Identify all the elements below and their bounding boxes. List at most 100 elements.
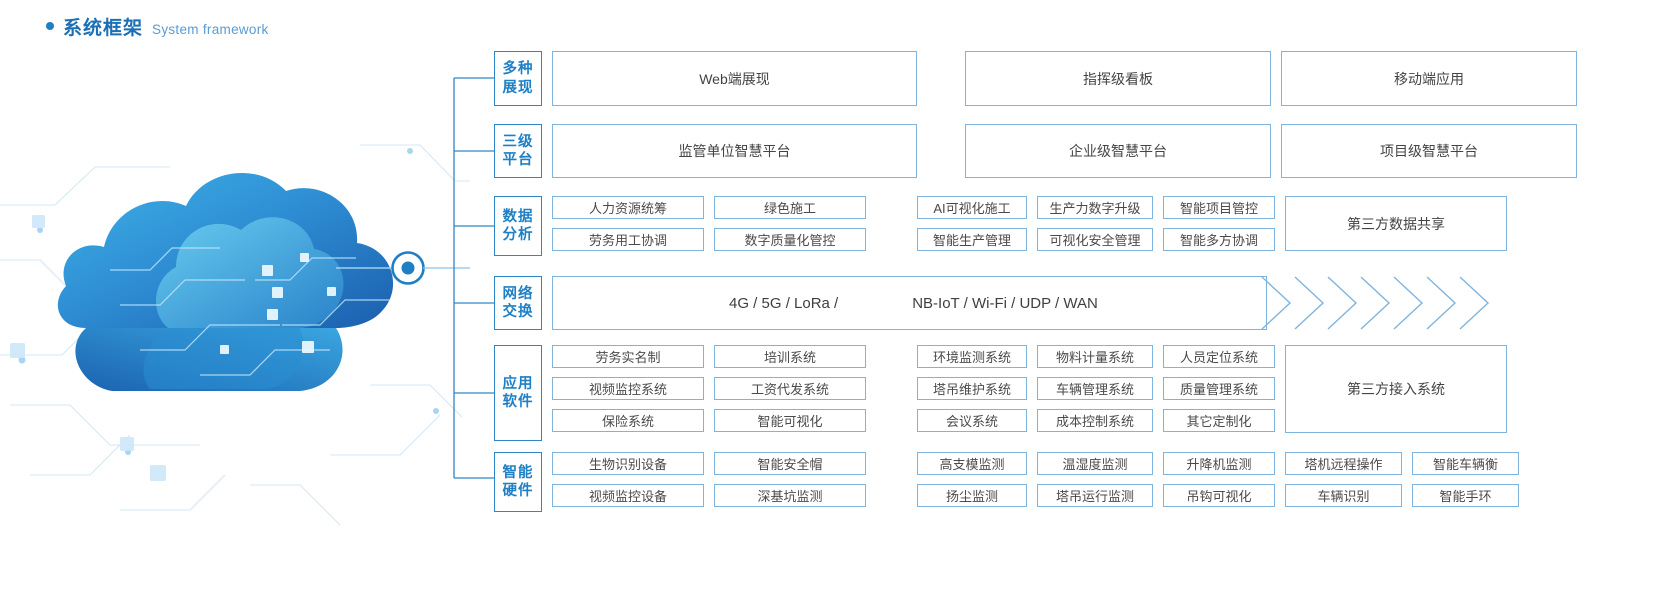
network-protocol-group-1: 4G / 5G / LoRa /: [729, 294, 839, 312]
chip-temperature-humidity-monitoring[interactable]: 温湿度监测: [1037, 452, 1153, 475]
row-label-platform: 三级 平台: [494, 124, 542, 178]
box-third-party-access-system[interactable]: 第三方接入系统: [1285, 345, 1507, 433]
row-label-data-analysis: 数据 分析: [494, 196, 542, 256]
chip-hr-coordination[interactable]: 人力资源统筹: [552, 196, 704, 219]
box-project-platform[interactable]: 项目级智慧平台: [1281, 124, 1577, 178]
chip-payroll-system[interactable]: 工资代发系统: [714, 377, 866, 400]
chip-visual-safety-management[interactable]: 可视化安全管理: [1037, 228, 1153, 251]
chip-ai-visual-construction[interactable]: AI可视化施工: [917, 196, 1027, 219]
chip-line: 扬尘监测 塔吊运行监测 吊钩可视化: [917, 484, 1275, 507]
chip-labor-realname[interactable]: 劳务实名制: [552, 345, 704, 368]
box-third-party-data-sharing[interactable]: 第三方数据共享: [1285, 196, 1507, 251]
chip-video-surveillance-device[interactable]: 视频监控设备: [552, 484, 704, 507]
chip-line: 劳务用工协调 数字质量化管控: [552, 228, 866, 251]
box-mobile-app[interactable]: 移动端应用: [1281, 51, 1577, 106]
chip-smart-wristband[interactable]: 智能手环: [1412, 484, 1519, 507]
chip-tower-crane-operation-monitoring[interactable]: 塔吊运行监测: [1037, 484, 1153, 507]
row-platform: 三级 平台 监管单位智慧平台 企业级智慧平台 项目级智慧平台: [494, 124, 1577, 178]
chip-vehicle-management-system[interactable]: 车辆管理系统: [1037, 377, 1153, 400]
chip-smart-visualization[interactable]: 智能可视化: [714, 409, 866, 432]
row-data-analysis: 数据 分析 人力资源统筹 绿色施工 劳务用工协调 数字质量化管控 AI可视化施工…: [494, 196, 1567, 256]
chip-smart-truck-scale[interactable]: 智能车辆衡: [1412, 452, 1519, 475]
chip-smart-project-control[interactable]: 智能项目管控: [1163, 196, 1275, 219]
chip-insurance-system[interactable]: 保险系统: [552, 409, 704, 432]
box-web-presentation[interactable]: Web端展现: [552, 51, 917, 106]
chip-meeting-system[interactable]: 会议系统: [917, 409, 1027, 432]
row-label-line2: 展现: [502, 79, 534, 96]
chip-personnel-positioning-system[interactable]: 人员定位系统: [1163, 345, 1275, 368]
bullet-dot: [46, 22, 54, 30]
row-presentation: 多种 展现 Web端展现 指挥级看板 移动端应用: [494, 51, 1577, 106]
row-label-line2: 分析: [502, 227, 534, 243]
hw-far-group: 塔机远程操作 智能车辆衡 车辆识别 智能手环: [1285, 452, 1519, 512]
chip-green-construction[interactable]: 绿色施工: [714, 196, 866, 219]
row-smart-hardware: 智能 硬件 生物识别设备 智能安全帽 视频监控设备 深基坑监测 高支模监测 温湿…: [494, 452, 1667, 512]
chip-line: 人力资源统筹 绿色施工: [552, 196, 866, 219]
app-left-group: 劳务实名制 培训系统 视频监控系统 工资代发系统 保险系统 智能可视化: [552, 345, 866, 441]
row-label-line1: 多种: [502, 61, 534, 78]
chip-line: 塔吊维护系统 车辆管理系统 质量管理系统: [917, 377, 1275, 400]
chip-line: 环境监测系统 物料计量系统 人员定位系统: [917, 345, 1275, 368]
page-title: 系统框架: [63, 18, 144, 39]
box-enterprise-platform[interactable]: 企业级智慧平台: [965, 124, 1271, 178]
chip-line: 生物识别设备 智能安全帽: [552, 452, 866, 475]
chip-productivity-digital-upgrade[interactable]: 生产力数字升级: [1037, 196, 1153, 219]
chip-dust-monitoring[interactable]: 扬尘监测: [917, 484, 1027, 507]
row-label-line1: 应用: [502, 375, 534, 392]
hw-left-group: 生物识别设备 智能安全帽 视频监控设备 深基坑监测: [552, 452, 866, 512]
chip-smart-production-management[interactable]: 智能生产管理: [917, 228, 1027, 251]
hw-right-group: 高支模监测 温湿度监测 升降机监测 扬尘监测 塔吊运行监测 吊钩可视化: [917, 452, 1275, 512]
row-label-line1: 网络: [502, 285, 534, 302]
page-subtitle: System framework: [152, 22, 269, 37]
chip-line: 视频监控设备 深基坑监测: [552, 484, 866, 507]
chip-line: 车辆识别 智能手环: [1285, 484, 1519, 507]
chip-tower-crane-maintenance-system[interactable]: 塔吊维护系统: [917, 377, 1027, 400]
chip-environment-monitoring-system[interactable]: 环境监测系统: [917, 345, 1027, 368]
framework-diagram: 多种 展现 Web端展现 指挥级看板 移动端应用 三级 平台 监管单位智慧平台 …: [452, 48, 1667, 526]
row-label-line2: 硬件: [502, 483, 534, 499]
row-label-presentation: 多种 展现: [494, 51, 542, 106]
chip-line: 保险系统 智能可视化: [552, 409, 866, 432]
chip-video-surveillance-system[interactable]: 视频监控系统: [552, 377, 704, 400]
row-label-line1: 智能: [502, 464, 534, 481]
page-heading: 系统框架 System framework: [46, 13, 269, 40]
chip-tower-crane-remote-operation[interactable]: 塔机远程操作: [1285, 452, 1402, 475]
row-network-exchange: 网络 交换 4G / 5G / LoRa / NB-IoT / Wi-Fi / …: [494, 276, 1567, 330]
row-label-application-software: 应用 软件: [494, 345, 542, 441]
box-command-board[interactable]: 指挥级看板: [965, 51, 1271, 106]
row-label-smart-hardware: 智能 硬件: [494, 452, 542, 512]
network-protocol-group-2: NB-IoT / Wi-Fi / UDP / WAN: [912, 294, 1098, 312]
chip-hook-visualization[interactable]: 吊钩可视化: [1163, 484, 1275, 507]
chip-line: 会议系统 成本控制系统 其它定制化: [917, 409, 1275, 432]
row-label-line2: 平台: [502, 152, 534, 168]
chip-line: 塔机远程操作 智能车辆衡: [1285, 452, 1519, 475]
row-label-line2: 软件: [502, 394, 534, 410]
chip-digital-quality-control[interactable]: 数字质量化管控: [714, 228, 866, 251]
box-regulator-platform[interactable]: 监管单位智慧平台: [552, 124, 917, 178]
chip-line: 视频监控系统 工资代发系统: [552, 377, 866, 400]
chip-line: 劳务实名制 培训系统: [552, 345, 866, 368]
chip-deep-foundation-pit-monitoring[interactable]: 深基坑监测: [714, 484, 866, 507]
chip-line: AI可视化施工 生产力数字升级 智能项目管控: [917, 196, 1275, 219]
chip-labor-coordination[interactable]: 劳务用工协调: [552, 228, 704, 251]
data-analysis-right-group: AI可视化施工 生产力数字升级 智能项目管控 智能生产管理 可视化安全管理 智能…: [917, 196, 1275, 256]
row-label-line2: 交换: [502, 304, 534, 320]
app-right-group: 环境监测系统 物料计量系统 人员定位系统 塔吊维护系统 车辆管理系统 质量管理系…: [917, 345, 1275, 441]
chip-vehicle-recognition[interactable]: 车辆识别: [1285, 484, 1402, 507]
network-flow-arrows: [1261, 276, 1490, 330]
chip-biometric-device[interactable]: 生物识别设备: [552, 452, 704, 475]
chip-cost-control-system[interactable]: 成本控制系统: [1037, 409, 1153, 432]
chip-hoist-monitoring[interactable]: 升降机监测: [1163, 452, 1275, 475]
chip-smart-helmet[interactable]: 智能安全帽: [714, 452, 866, 475]
chip-training-system[interactable]: 培训系统: [714, 345, 866, 368]
chip-other-customization[interactable]: 其它定制化: [1163, 409, 1275, 432]
row-label-network-exchange: 网络 交换: [494, 276, 542, 330]
chip-high-formwork-monitoring[interactable]: 高支模监测: [917, 452, 1027, 475]
chip-smart-multiparty-coordination[interactable]: 智能多方协调: [1163, 228, 1275, 251]
network-node: [391, 251, 425, 285]
box-network-protocols[interactable]: 4G / 5G / LoRa / NB-IoT / Wi-Fi / UDP / …: [552, 276, 1267, 330]
chip-quality-management-system[interactable]: 质量管理系统: [1163, 377, 1275, 400]
row-application-software: 应用 软件 劳务实名制 培训系统 视频监控系统 工资代发系统 保险系统 智能可视…: [494, 345, 1567, 441]
chip-line: 智能生产管理 可视化安全管理 智能多方协调: [917, 228, 1275, 251]
chip-material-metering-system[interactable]: 物料计量系统: [1037, 345, 1153, 368]
